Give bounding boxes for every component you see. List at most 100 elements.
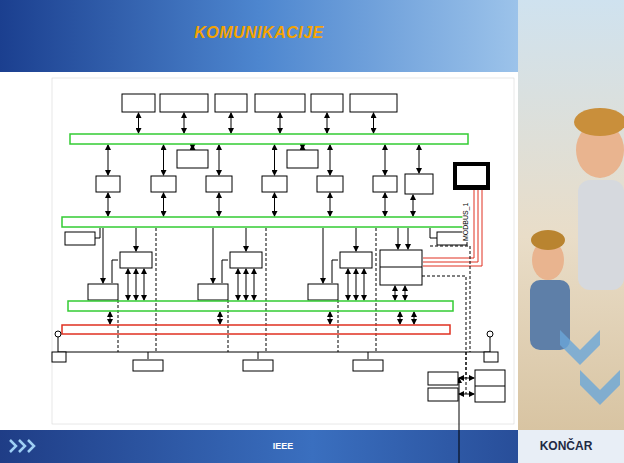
link-arrow [144,269,145,300]
photo-chevron [560,330,600,365]
link-arrow [280,113,281,133]
link-arrow [356,228,357,251]
device-box [308,284,338,300]
link-arrow [213,228,214,283]
link-arrow [323,228,324,283]
link-arrow [398,228,399,249]
footer-bar [0,430,624,463]
device-box [133,360,163,371]
device-box [262,176,287,192]
device-box [243,360,273,371]
link-arrow [136,269,137,300]
bus-name: MODBUS_1 [462,202,470,243]
link-arrow [364,269,365,300]
link-arrow [108,193,109,216]
device-box [405,174,433,194]
photo-hair [574,108,624,136]
link-arrow [219,193,220,216]
link-arrow [408,228,409,249]
monitor-screen [457,166,486,185]
photo-chevron [580,370,620,405]
device-box [380,250,422,285]
link-line [222,260,228,283]
link-arrow [110,312,111,324]
bus-band [70,134,468,144]
monitor-frame [453,162,490,190]
link-arrow [348,269,349,300]
device-box [311,94,343,112]
link-line [118,300,119,352]
footer-chevron [19,440,25,452]
device-box [206,176,232,192]
link-arrow [163,145,164,175]
link-arrow [163,193,164,216]
device-box [177,150,208,168]
link-arrow [414,312,415,324]
device-box [96,176,120,192]
footer-text: IEEE [273,442,294,452]
link-arrow [302,145,303,149]
link-arrow [274,193,275,216]
device-box [151,176,176,192]
device-box [287,150,318,168]
photo-hair [531,230,565,250]
device-box [340,252,372,268]
link-line [338,300,339,352]
link-arrow [108,145,109,175]
link-arrow [231,113,232,133]
link-arrow [136,228,137,251]
modbus-line [423,190,482,266]
link-arrow [103,228,104,283]
device-box [215,94,247,112]
link-arrow [246,269,247,300]
device-box [475,370,505,402]
link-arrow [385,145,386,175]
bus-band [62,325,450,334]
field-line [58,352,490,353]
device-box [353,360,383,371]
link-arrow [254,269,255,300]
link-arrow [246,228,247,251]
link-arrow [400,312,401,324]
link-arrow [327,113,328,133]
company-logo-text: KONČAR [540,440,593,453]
device-box [198,284,228,300]
link-arrow [128,269,129,300]
device-box [373,176,397,192]
link-line [332,260,338,283]
link-arrow [459,378,460,463]
header-band [0,0,518,72]
link-line [368,352,369,359]
link-arrow [419,145,420,173]
link-arrow [184,113,185,133]
link-line [466,352,467,394]
link-line [422,276,466,378]
device-box [317,176,343,192]
box-divider [475,386,505,387]
device-box [350,94,397,112]
link-arrow [238,269,239,300]
wiring [58,113,490,463]
footer-chevron [28,440,34,452]
modbus-line [423,190,474,258]
link-line [148,352,149,359]
link-arrow [405,286,406,300]
link-arrow [356,269,357,300]
device-box [65,232,95,245]
device-box [88,284,118,300]
slide-title: KOMUNIKACIJE [0,24,518,42]
link-line [430,246,470,352]
link-arrow [192,145,193,149]
device-box [255,94,305,112]
link-arrow [274,145,275,175]
link-arrow [219,145,220,175]
device-box [230,252,262,268]
device-boxes [52,94,505,402]
link-line [228,300,229,352]
device-box [484,352,498,362]
link-line [95,228,100,238]
link-arrow [413,195,414,216]
photo-shirt [578,180,624,290]
device-box [428,372,458,385]
